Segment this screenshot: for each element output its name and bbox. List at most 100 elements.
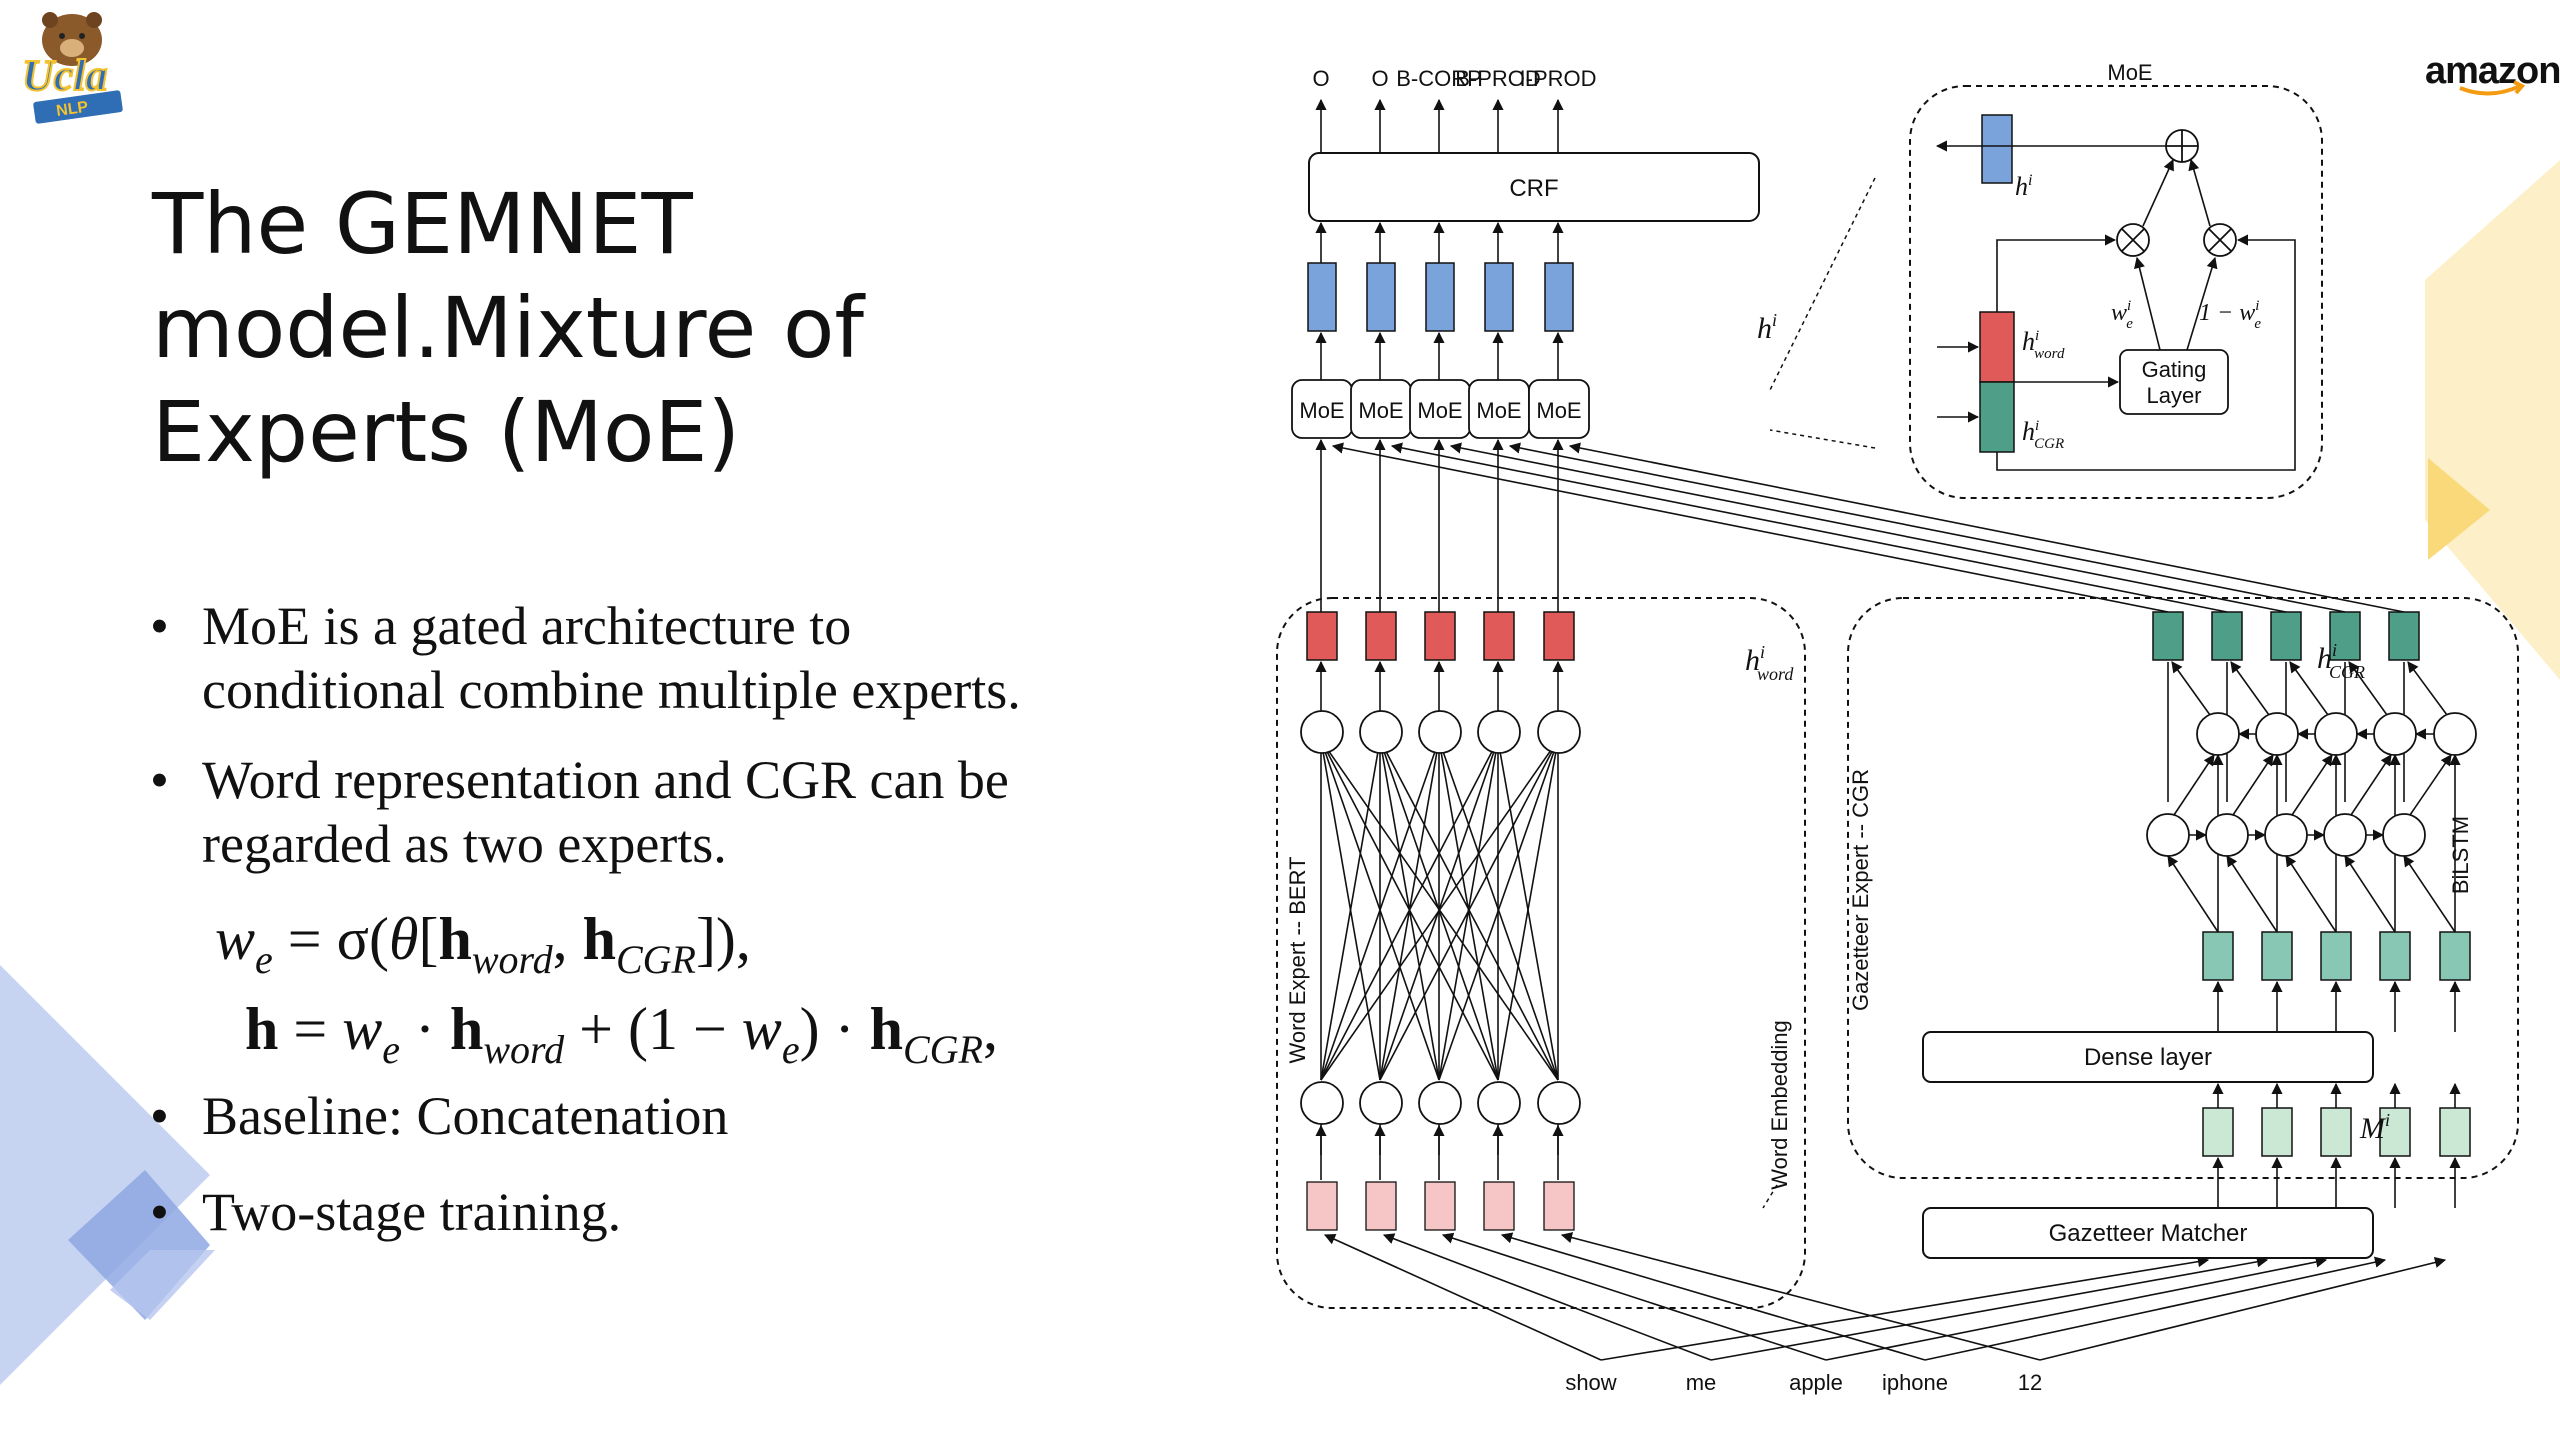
connection-line [2407, 661, 2448, 716]
gazetteer-feature-box [2379, 1107, 2411, 1157]
moe-label: MoE [1536, 398, 1581, 423]
hidden-state-box [1544, 262, 1574, 332]
moe-label: MoE [1417, 398, 1462, 423]
word-repr-box [1365, 611, 1397, 661]
moe-label: MoE [1476, 398, 1521, 423]
times-icon-right-cross [2208, 228, 2232, 252]
layer-shapes [1291, 262, 2477, 1231]
amazon-logo: amazon [2425, 50, 2560, 92]
neuron-circle [1477, 1081, 1521, 1125]
connection-line [1382, 1233, 1712, 1361]
input-word: me [1686, 1370, 1717, 1395]
connection-line [2344, 855, 2396, 933]
connection-line [2230, 661, 2270, 716]
cgr-repr-box [2211, 611, 2243, 661]
connection-line [2403, 855, 2456, 933]
connection-line [2291, 754, 2333, 816]
word-embedding-box [1543, 1181, 1575, 1231]
connection-line [1508, 442, 2346, 613]
output-label: B-CORP [1396, 66, 1482, 91]
dense-layer-label: Dense layer [2084, 1044, 2212, 1071]
inset-zoom-line-bottom [1769, 429, 1876, 449]
output-label: O [1371, 66, 1388, 91]
neuron-circle [1537, 710, 1581, 754]
word-repr-box [1306, 611, 1338, 661]
hidden-state-box [1366, 262, 1396, 332]
connection-line [1497, 739, 1559, 1081]
mi-label: Mi [2359, 1110, 2390, 1145]
word-repr-box [1424, 611, 1456, 661]
bilstm-circle [2196, 712, 2240, 756]
hidden-state-box [1484, 262, 1514, 332]
connection-line [1320, 739, 1499, 1081]
dense-output-box [2261, 931, 2293, 981]
slide-title: The GEMNET model.Mixture of Experts (MoE… [152, 172, 912, 484]
connection-line [1568, 442, 2405, 613]
connection-line [1924, 1256, 2387, 1361]
gazetteer-expert-container [1847, 597, 2519, 1179]
word-embedding-box [1306, 1181, 1338, 1231]
dense-output-box [2202, 931, 2234, 981]
plus-icon-cross [2166, 130, 2198, 162]
equation-gate-weight: we = σ(θ[hword, hCGR]), [215, 906, 751, 982]
gazetteer-matcher-label: Gazetteer Matcher [2049, 1220, 2248, 1247]
connection-line [1379, 739, 1559, 1081]
gating-layer-label-1: Gating [2142, 357, 2207, 382]
gazetteer-feature-box [2261, 1107, 2293, 1157]
word-embedding-box [1424, 1181, 1456, 1231]
gazetteer-feature-box [2320, 1107, 2352, 1157]
bg-shape-yellow-small [2428, 458, 2490, 560]
connection-line [1560, 1232, 2041, 1361]
gazetteer-feature-box [2439, 1107, 2471, 1157]
bullet-1-line-1: MoE is a gated architecture to [202, 596, 852, 656]
input-word: iphone [1882, 1370, 1948, 1395]
connection-line [1441, 1232, 1827, 1361]
input-word: apple [1789, 1370, 1843, 1395]
inset-hcgr-box [1979, 381, 2015, 453]
bullet-4-text: Two-stage training. [202, 1182, 622, 1242]
connection-line [2167, 855, 2219, 933]
bg-shape-yellow-large [2425, 160, 2560, 680]
word-embedding-label: Word Embedding [1767, 1020, 1792, 1190]
connection-line [1323, 1234, 1602, 1361]
gazetteer-feature-box [2202, 1107, 2234, 1157]
connection-line [1331, 442, 2169, 613]
gazetteer-matcher-box [1922, 1207, 2374, 1259]
title-line-1: The GEMNET [152, 175, 693, 273]
bullet-symbol: • [150, 750, 169, 810]
connection-line [2039, 1256, 2447, 1361]
moe-label: MoE [1358, 398, 1403, 423]
bilstm-label: BiLSTM [2448, 816, 2473, 894]
hword-to-times-left [1996, 234, 2117, 312]
hidden-state-box [1425, 262, 1455, 332]
dense-layer-box [1922, 1031, 2374, 1083]
bilstm-circle [2264, 813, 2308, 857]
moe-label: MoE [1299, 398, 1344, 423]
connection-line [2226, 855, 2278, 933]
connection-line [2348, 661, 2388, 716]
connection-line [1320, 739, 1440, 1081]
connection-line [2285, 855, 2337, 933]
gating-layer-label-2: Layer [2146, 383, 2201, 408]
bg-shape-blue-large [0, 965, 210, 1385]
title-line-3: Experts (MoE) [152, 383, 741, 481]
bullet-2-line-1: Word representation and CGR can be [202, 750, 1009, 810]
moe-box [1528, 379, 1590, 439]
connection-line [2350, 754, 2392, 816]
word-embedding-box [1365, 1181, 1397, 1231]
bilstm-circle [2314, 712, 2358, 756]
connection-line [2173, 754, 2215, 816]
neuron-circle [1359, 710, 1403, 754]
bilstm-circle [2323, 813, 2367, 857]
neuron-circle [1418, 1081, 1462, 1125]
gazetteer-expert-label: Gazetteer Expert -- CGR [1848, 769, 1873, 1011]
neuron-circle [1477, 710, 1521, 754]
crf-box [1308, 152, 1760, 222]
gating-to-times-left [2134, 256, 2161, 351]
connection-line [1825, 1256, 2328, 1361]
